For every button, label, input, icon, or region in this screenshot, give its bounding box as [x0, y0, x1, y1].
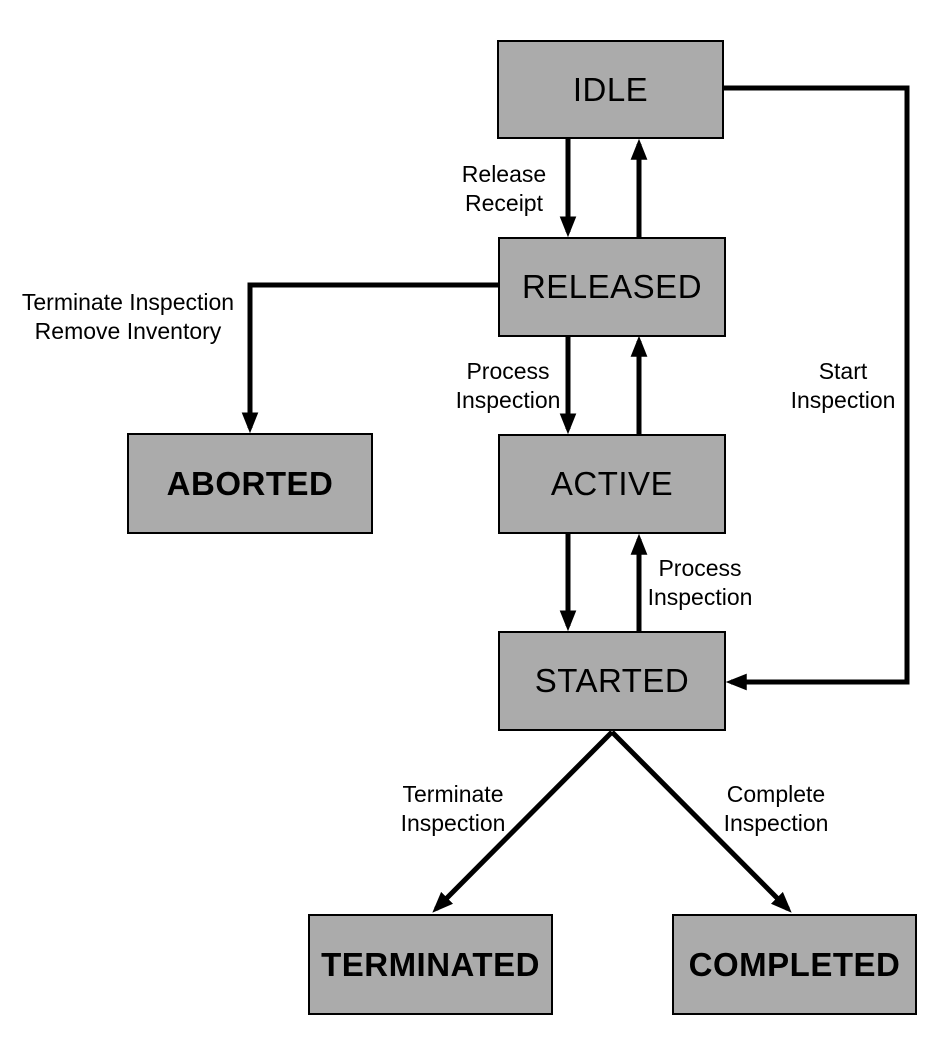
state-node-completed-label: COMPLETED [688, 945, 901, 983]
arrow-started-to-terminated [432, 730, 614, 913]
edge-label-terminate-inspection-remove-inventory: Terminate Inspection Remove Inventory [21, 289, 235, 344]
edge-label-release-receipt: Release Receipt [461, 161, 547, 216]
state-node-released: RELEASED [498, 237, 726, 337]
arrow-started-to-completed [610, 730, 792, 913]
state-node-idle-label: IDLE [572, 70, 649, 108]
edge-label-process-inspection-started-active: Process Inspection [647, 555, 753, 610]
arrow-released-to-aborted [241, 282, 498, 434]
edge-label-complete-inspection: Complete Inspection [723, 781, 829, 836]
state-node-started: STARTED [498, 631, 726, 731]
state-node-idle: IDLE [497, 40, 724, 139]
arrow-idle-to-started [723, 85, 910, 691]
state-node-aborted-label: ABORTED [166, 464, 334, 502]
state-node-active: ACTIVE [498, 434, 726, 534]
state-node-active-label: ACTIVE [550, 465, 674, 502]
state-node-started-label: STARTED [534, 662, 690, 699]
state-node-terminated-label: TERMINATED [321, 945, 540, 983]
edge-label-start-inspection: Start Inspection [790, 358, 896, 413]
state-node-aborted: ABORTED [127, 433, 373, 534]
edge-label-terminate-inspection: Terminate Inspection [400, 781, 506, 836]
state-node-terminated: TERMINATED [308, 914, 553, 1015]
edge-label-process-inspection-released-active: Process Inspection [455, 358, 561, 413]
state-node-completed: COMPLETED [672, 914, 917, 1015]
state-node-released-label: RELEASED [521, 268, 703, 305]
